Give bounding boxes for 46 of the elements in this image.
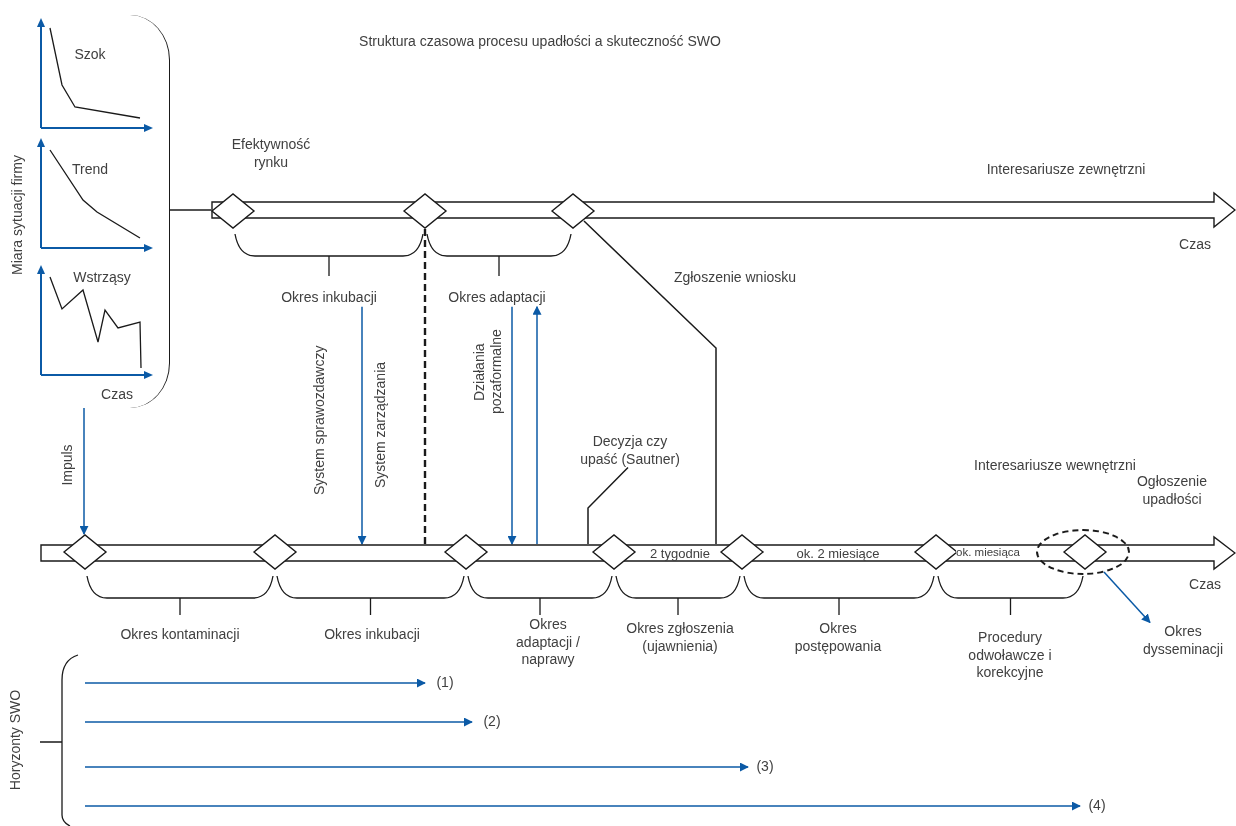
edge-label: Impuls <box>59 444 77 486</box>
period-label: Okres postępowania <box>793 619 883 655</box>
axis-title: Miara sytuacji firmy <box>9 155 27 275</box>
period-label: Okres inkubacji <box>281 289 377 307</box>
period-label: Okres adaptacji / naprawy <box>515 615 581 669</box>
period-label: Decyzja czy upaść (Sautner) <box>580 432 680 468</box>
timeline-arrow <box>211 192 1236 228</box>
period-label: Okres dysseminacji <box>1133 622 1233 658</box>
period-label: Okres adaptacji <box>448 289 546 307</box>
arrow <box>507 306 517 545</box>
period-label: Procedury odwoławcze i korekcyjne <box>967 628 1053 682</box>
label: Interesariusze zewnętrzni <box>986 161 1146 179</box>
horizon-number: (2) <box>483 713 501 731</box>
arrow <box>532 305 542 545</box>
period-label: Okres zgłoszenia (ujawnienia) <box>625 619 735 655</box>
connector-line <box>583 220 717 545</box>
chart-title: Trend <box>71 161 109 179</box>
arrow-label: Działania pozaformalne <box>470 328 505 417</box>
arrow-label: System zarządzania <box>372 361 390 489</box>
duration-label: ok. 2 miesiące <box>796 546 880 560</box>
axis-label: Czas <box>101 386 133 404</box>
duration-label: ok. miesiąca <box>956 547 1020 559</box>
arrow-label: System sprawozdawczy <box>311 345 329 495</box>
chart-title: Szok <box>74 46 106 64</box>
connector-line <box>169 209 212 211</box>
connector-line <box>587 466 629 545</box>
period-label: Okres inkubacji <box>324 626 420 644</box>
chart-title: Wstrząsy <box>73 269 131 287</box>
arrow <box>79 407 89 535</box>
duration-label: 2 tygodnie <box>650 546 710 560</box>
connector-line <box>423 229 427 544</box>
diagram-title: Struktura czasowa procesu upadłości a skuteczność SWO <box>359 33 721 51</box>
arrow <box>1103 571 1151 624</box>
horizon-number: (3) <box>756 758 774 776</box>
axis-label: Czas <box>1179 236 1211 254</box>
horizon-number: (1) <box>436 674 454 692</box>
axis-title: Horyzonty SWO <box>7 689 25 791</box>
label: Efektywność rynku <box>230 135 312 171</box>
diamond-marker <box>1063 534 1107 570</box>
period-label: Okres kontaminacji <box>120 626 240 644</box>
arrow <box>357 306 367 545</box>
node-label: Ogłoszenie upadłości <box>1135 472 1208 508</box>
horizon-number: (4) <box>1088 797 1106 815</box>
axis-label: Czas <box>1189 576 1221 594</box>
edge-label: Zgłoszenie wniosku <box>673 269 797 287</box>
label: Interesariusze wewnętrzni <box>974 457 1136 475</box>
